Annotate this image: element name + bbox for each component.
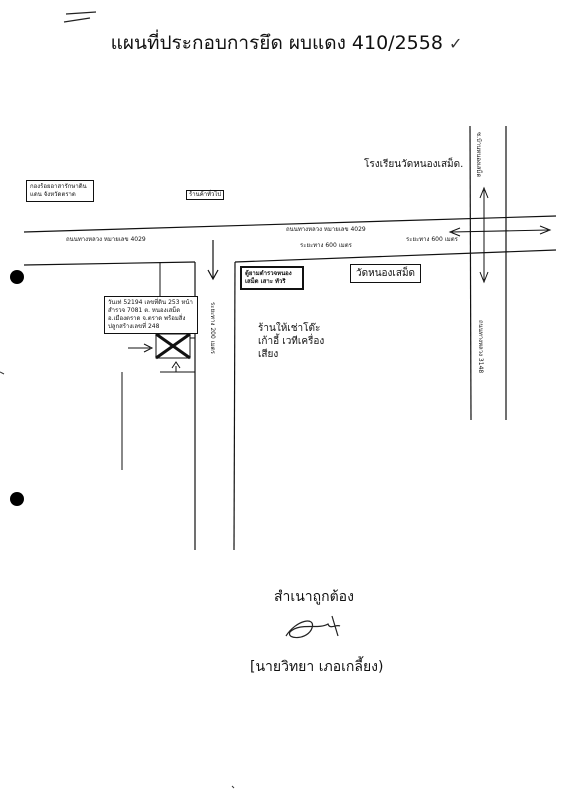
general-store-box: ร้านค้าทั่วไป <box>186 190 225 200</box>
volunteer-unit-text: กองร้อยอาสารักษาดินแดน จังหวัดตราด <box>30 183 87 198</box>
punch-hole-bottom <box>10 492 24 506</box>
volunteer-unit-box: กองร้อยอาสารักษาดินแดน จังหวัดตราด <box>26 180 94 202</box>
property-info-box: วันเท่ 52194 เลขที่ดิน 253 หน้าสำรวจ 708… <box>104 296 198 334</box>
distance-label-b: ระยะทาง 600 เมตร <box>406 236 458 243</box>
road-4029-label-mid: ถนนทางหลวง หมายเลข 4029 <box>286 226 366 233</box>
certified-copy-text: สำเนาถูกต้อง <box>274 589 354 605</box>
road-4029-label-left: ถนนทางหลวง หมายเลข 4029 <box>66 236 146 243</box>
police-box: ตู้ยามตำรวจหนองเสม็ด เสาะ ทัวริ <box>240 266 304 290</box>
soi-distance-label: ระยะทาง 200 เมตร <box>209 302 216 354</box>
signer-name: [นายวิทยา เภอเกลี้ยง) <box>250 659 384 675</box>
top-road-label: ซ.บ้านหนองเสม็ด <box>475 132 482 178</box>
punch-hole-top <box>10 270 24 284</box>
property-info-text: วันเท่ 52194 เลขที่ดิน 253 หน้าสำรวจ 708… <box>108 299 193 330</box>
distance-label-a: ระยะทาง 600 เมตร <box>300 242 352 249</box>
rental-shop-label: ร้านให้เช่าโต๊ะเก้าอี้ เวทีเครื่องเสียง <box>258 323 325 360</box>
signature <box>282 612 342 642</box>
map-title: แผนที่ประกอบการยึด ผบแดง 410/2558 ✓ <box>0 28 573 58</box>
map-title-text: แผนที่ประกอบการยึด ผบแดง 410/2558 <box>110 32 443 54</box>
checkmark-icon: ✓ <box>448 34 463 53</box>
temple-box: วัดหนองเสม็ด <box>350 264 422 283</box>
school-label: โรงเรียนวัดหนองเสม็ด. <box>364 159 464 170</box>
road-3148-label: ถนนทางหลวง 3148 <box>477 320 484 374</box>
temple-text: วัดหนองเสม็ด <box>356 268 416 279</box>
police-box-text: ตู้ยามตำรวจหนองเสม็ด เสาะ ทัวริ <box>245 270 292 285</box>
general-store-text: ร้านค้าทั่วไป <box>189 191 222 198</box>
